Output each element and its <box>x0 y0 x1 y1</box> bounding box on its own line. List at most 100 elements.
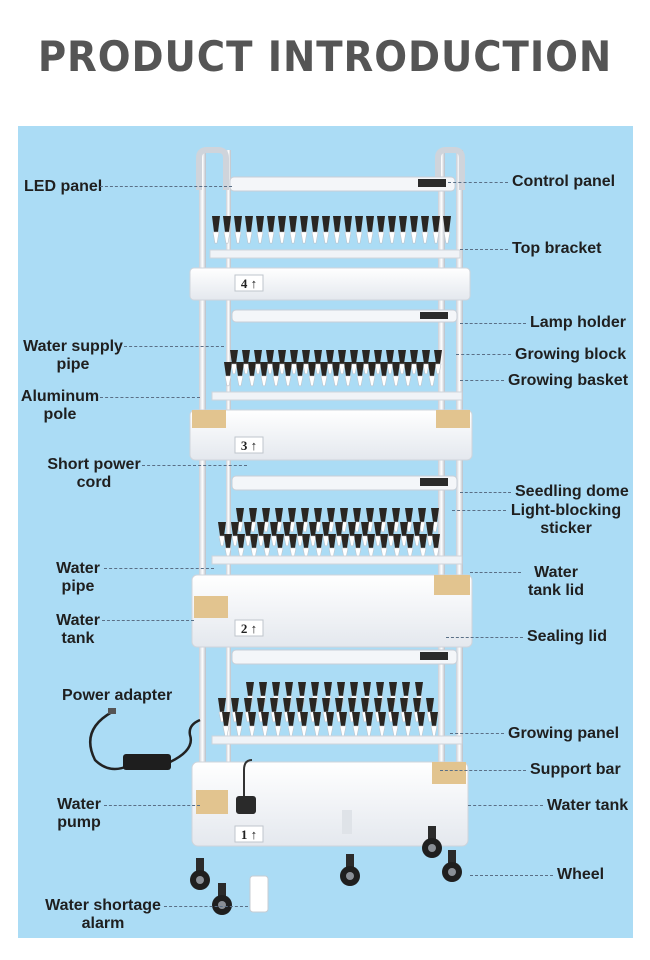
growing-block-icon <box>263 534 271 548</box>
growing-block-icon <box>400 522 408 536</box>
growing-block-icon <box>443 216 451 232</box>
wheel-stem-icon <box>218 883 226 899</box>
callout-line: Control panel <box>512 173 616 190</box>
growing-block-icon <box>380 362 388 376</box>
growing-block-icon <box>344 362 352 376</box>
growing-block-icon <box>246 682 254 696</box>
growing-block-icon <box>431 508 439 522</box>
growing-block-icon <box>308 362 316 376</box>
water-shortage-alarm <box>249 875 269 913</box>
growing-basket-icon <box>344 375 352 387</box>
growing-block-icon <box>348 698 356 712</box>
growing-basket-icon <box>224 375 232 387</box>
growing-block-icon <box>378 712 386 726</box>
growing-basket-icon <box>235 725 243 737</box>
growing-block-icon <box>404 362 412 376</box>
growing-panels <box>209 249 463 745</box>
growing-block-icon <box>248 362 256 376</box>
growing-block-icon <box>309 522 317 536</box>
growing-block-icon <box>272 362 280 376</box>
growing-block-icon <box>283 522 291 536</box>
growing-block-icon <box>261 712 269 726</box>
growing-block-icon <box>222 712 230 726</box>
growing-basket-icon <box>356 375 364 387</box>
growing-basket-icon <box>350 363 358 375</box>
growing-block-icon <box>313 712 321 726</box>
growing-basket-icon <box>296 535 304 547</box>
growing-block-icon <box>270 698 278 712</box>
leader-line <box>460 249 508 250</box>
growing-basket-icon <box>218 535 226 547</box>
growing-block-icon <box>256 216 264 232</box>
growing-block-icon <box>376 682 384 696</box>
callout-line: Seedling dome <box>515 483 629 500</box>
growing-block-icon <box>259 682 267 696</box>
growing-basket-icon <box>432 231 440 244</box>
growing-basket-icon <box>212 231 220 244</box>
growing-block-icon <box>404 712 412 726</box>
growing-block-icon <box>406 534 414 548</box>
growing-blocks-tier-1 <box>218 682 438 737</box>
growing-basket-icon <box>266 363 274 375</box>
growing-block-icon <box>348 522 356 536</box>
callout-lamp-holder: Lamp holder <box>530 314 626 332</box>
growing-block-icon <box>392 508 400 522</box>
growing-block-icon <box>267 216 275 232</box>
tier-labels: 4 ↑ 3 ↑ 2 ↑ 1 ↑ <box>234 274 264 843</box>
growing-block-icon <box>289 534 297 548</box>
growing-block-icon <box>311 682 319 696</box>
growing-block-icon <box>377 216 385 232</box>
growing-block-icon <box>296 362 304 376</box>
growing-basket-icon <box>284 375 292 387</box>
growing-basket-icon <box>361 535 369 547</box>
growing-basket-icon <box>410 363 418 375</box>
leader-line <box>164 906 248 907</box>
growing-block-icon <box>402 682 410 696</box>
callout-line: Aluminum <box>20 388 100 405</box>
leader-line <box>450 733 504 734</box>
growing-block-icon <box>223 216 231 232</box>
growing-basket-icon <box>274 725 282 737</box>
callout-growing-panel: Growing panel <box>508 725 620 743</box>
growing-block-icon <box>355 216 363 232</box>
growing-block-icon <box>218 698 226 712</box>
callout-wheel: Wheel <box>557 866 607 884</box>
growing-block-icon <box>428 362 436 376</box>
growing-basket-icon <box>413 535 421 547</box>
callout-line: Growing block <box>515 346 627 363</box>
growing-block-icon <box>290 350 298 364</box>
growing-block-icon <box>341 534 349 548</box>
wheel-hub-icon <box>448 868 456 876</box>
leader-line <box>470 875 553 876</box>
growing-block-icon <box>410 350 418 364</box>
growing-basket-icon <box>309 535 317 547</box>
growing-basket-icon <box>392 375 400 387</box>
callout-line: pipe <box>61 578 95 595</box>
callout-line: Growing panel <box>508 725 620 742</box>
growing-block-icon <box>339 712 347 726</box>
growing-basket-icon <box>322 535 330 547</box>
growing-block-icon <box>288 508 296 522</box>
growing-basket-icon <box>388 231 396 244</box>
growing-block-icon <box>338 350 346 364</box>
growing-block-icon <box>274 712 282 726</box>
growing-basket-icon <box>320 375 328 387</box>
growing-basket-icon <box>302 363 310 375</box>
growing-basket-icon <box>398 363 406 375</box>
growing-block-icon <box>410 216 418 232</box>
growing-basket-icon <box>428 375 436 387</box>
growing-block-icon <box>387 698 395 712</box>
growing-block-icon <box>300 712 308 726</box>
growing-block-icon <box>326 350 334 364</box>
callout-line: sticker <box>540 520 592 537</box>
growing-block-icon <box>235 712 243 726</box>
growing-basket-icon <box>421 231 429 244</box>
leader-line <box>104 805 200 806</box>
growing-block-icon <box>374 522 382 536</box>
callout-line: pipe <box>56 356 90 373</box>
growing-block-icon <box>426 522 434 536</box>
